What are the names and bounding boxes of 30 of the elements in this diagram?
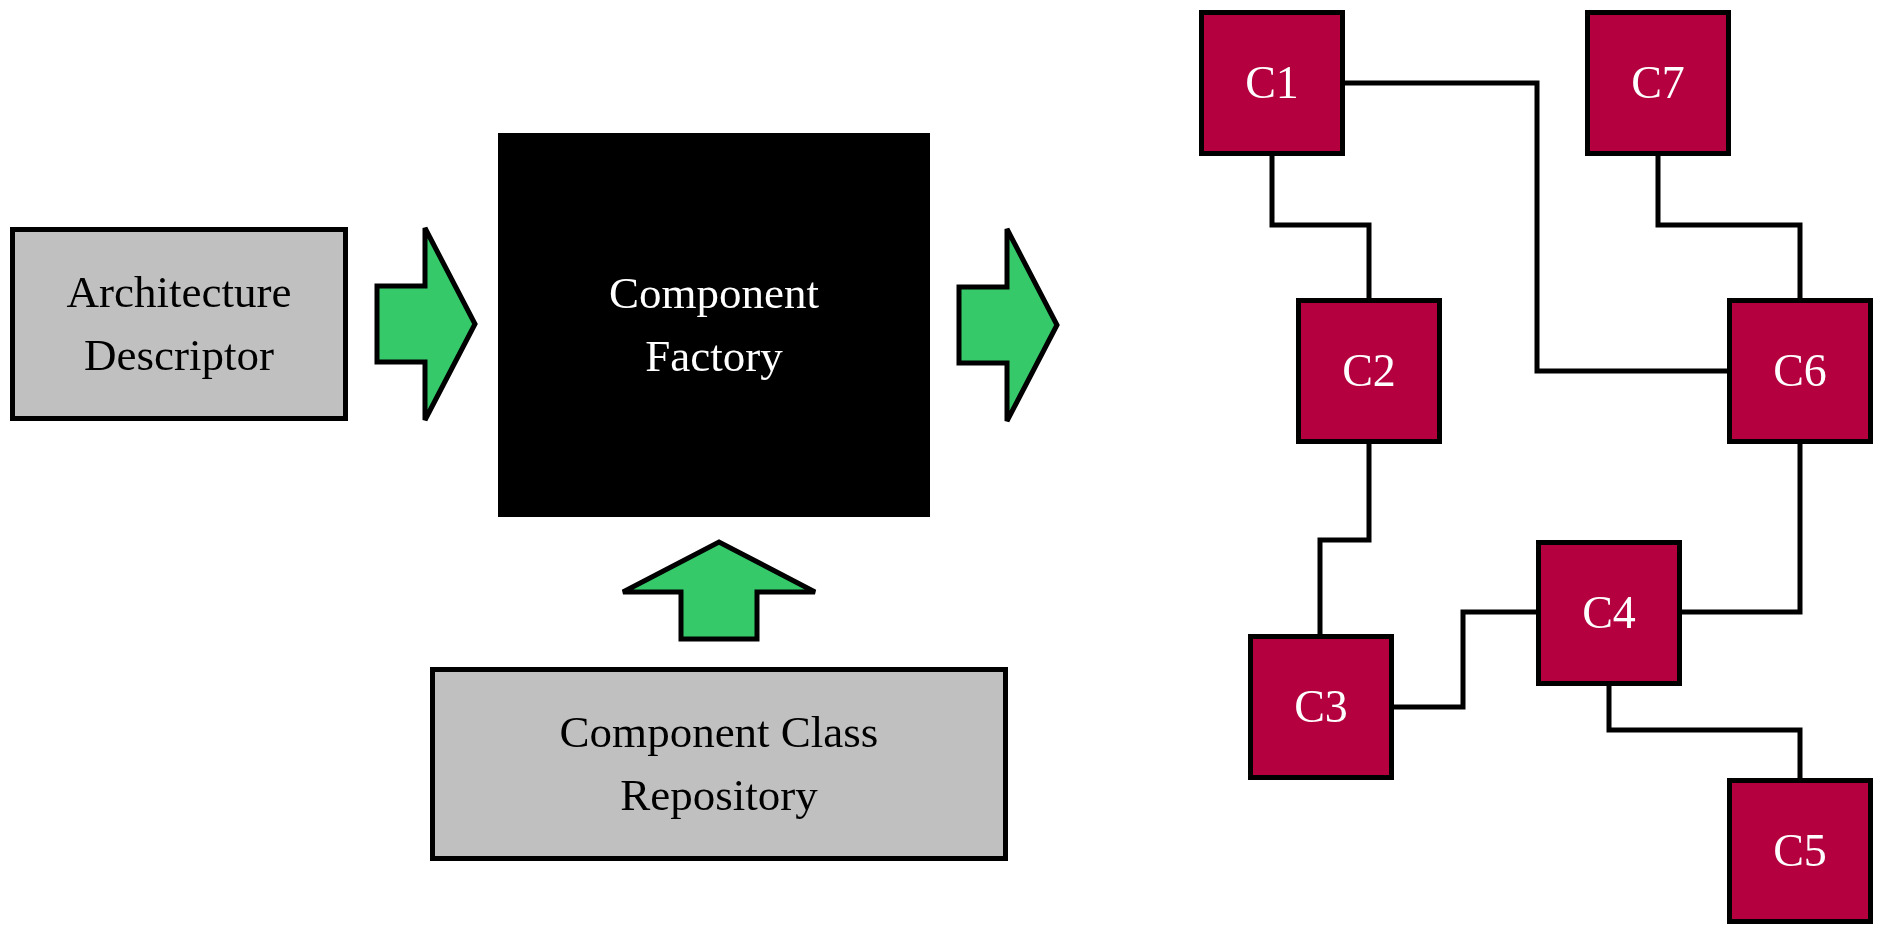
connector-line bbox=[1394, 609, 1536, 710]
node-label: C7 bbox=[1631, 55, 1685, 110]
block-arrow bbox=[374, 225, 478, 423]
node-label: C6 bbox=[1773, 343, 1827, 398]
component-box bbox=[1585, 10, 1731, 156]
node-label: C4 bbox=[1582, 585, 1636, 640]
factory-box bbox=[498, 133, 930, 517]
component-box bbox=[1536, 540, 1682, 686]
component-box bbox=[1727, 298, 1873, 444]
node-label: C2 bbox=[1342, 343, 1396, 398]
process-box bbox=[430, 667, 1008, 861]
process-box bbox=[10, 227, 348, 421]
node-label: C1 bbox=[1245, 55, 1299, 110]
block-arrow bbox=[956, 226, 1060, 424]
connector-line bbox=[1317, 444, 1372, 634]
node-label: Architecture Descriptor bbox=[65, 266, 293, 382]
component-box bbox=[1248, 634, 1394, 780]
component-box bbox=[1296, 298, 1442, 444]
node-label: Component Class Repository bbox=[558, 706, 880, 822]
node-label: C3 bbox=[1294, 679, 1348, 734]
block-arrow bbox=[620, 539, 818, 642]
connector-line bbox=[1269, 156, 1372, 298]
node-label: C5 bbox=[1773, 823, 1827, 878]
component-box bbox=[1199, 10, 1345, 156]
node-label: Component Factory bbox=[608, 267, 820, 383]
connector-line bbox=[1345, 80, 1727, 374]
connector-line bbox=[1655, 156, 1803, 298]
connector-line bbox=[1682, 444, 1803, 615]
connector-line bbox=[1606, 686, 1803, 778]
component-box bbox=[1727, 778, 1873, 924]
